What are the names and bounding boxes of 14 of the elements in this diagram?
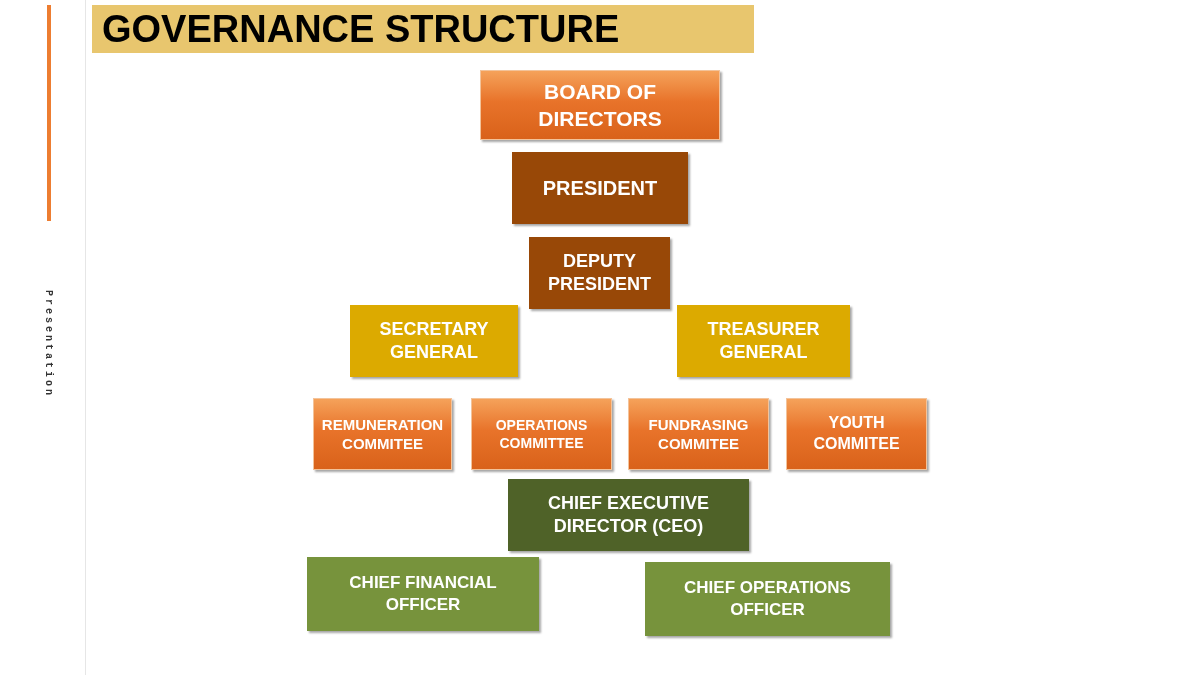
- org-box: TREASURER GENERAL: [677, 305, 850, 377]
- org-box: BOARD OF DIRECTORS: [480, 70, 720, 140]
- org-box: FUNDRASING COMMITEE: [628, 398, 769, 470]
- org-box: REMUNERATION COMMITEE: [313, 398, 452, 470]
- org-box: DEPUTY PRESIDENT: [529, 237, 670, 309]
- org-box: PRESIDENT: [512, 152, 688, 224]
- org-box: OPERATIONS COMMITTEE: [471, 398, 612, 470]
- title-banner: GOVERNANCE STRUCTURE: [92, 5, 754, 53]
- org-box: CHIEF EXECUTIVE DIRECTOR (CEO): [508, 479, 749, 551]
- org-box: SECRETARY GENERAL: [350, 305, 518, 377]
- org-box: CHIEF OPERATIONS OFFICER: [645, 562, 890, 636]
- side-caption: Presentation: [43, 290, 54, 398]
- org-box: YOUTH COMMITEE: [786, 398, 927, 470]
- org-box: CHIEF FINANCIAL OFFICER: [307, 557, 539, 631]
